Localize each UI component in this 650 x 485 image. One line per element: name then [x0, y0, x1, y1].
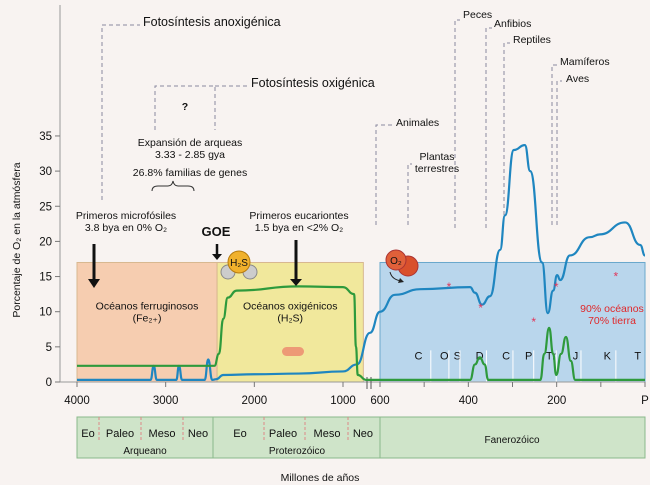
- ocean-o2-line: [76, 285, 645, 381]
- extinction-note-1: 90% océanos: [580, 303, 644, 315]
- eon-archean-meso: Meso: [149, 428, 176, 440]
- extinction-star-icon: *: [614, 270, 619, 284]
- ocean-region-2: [379, 261, 646, 383]
- x-tick-label: 400: [459, 395, 478, 407]
- x-tick-label: 4000: [64, 395, 90, 407]
- o2-molecule-icon: O₂: [385, 249, 419, 283]
- period-label: O: [440, 351, 449, 363]
- eon-proterozoic-paleo: Paleo: [269, 428, 297, 440]
- eon-proterozoic-neo: Neo: [353, 428, 373, 440]
- eon-proterozoic-eo: Eo: [233, 428, 246, 440]
- eon-phanerozoic: Fanerozóico: [484, 435, 539, 446]
- x-tick-label: 200: [547, 395, 566, 407]
- y-tick-label: 35: [39, 131, 52, 143]
- anoxygenic-leader: [101, 24, 140, 200]
- eukaryotes-detail: 1.5 bya en <2% O₂: [255, 222, 343, 234]
- gene-families-label: 26.8% familias de genes: [133, 167, 247, 179]
- extinction-star-icon: *: [554, 280, 559, 294]
- microfossils-arrow: [88, 244, 100, 288]
- goe-arrow: [212, 244, 222, 260]
- fish-leader: [454, 19, 460, 228]
- microfossils-detail: 3.8 bya en 0% O₂: [85, 222, 167, 234]
- y-tick-label: 10: [39, 307, 52, 319]
- fish-label: Peces: [463, 9, 492, 21]
- eukaryotes-label: Primeros eucariontes: [249, 210, 348, 222]
- plants-label: Plantas: [419, 151, 454, 163]
- region-sublabel-0: (Fe₂₊): [133, 313, 162, 325]
- eukaryotes-arrow: [290, 240, 302, 286]
- eon-archean-neo: Neo: [188, 428, 208, 440]
- eon-archean-paleo: Paleo: [106, 428, 134, 440]
- atmospheric-o2-line: [77, 143, 646, 381]
- birds-label: Aves: [566, 73, 589, 85]
- anoxygenic-label: Fotosíntesis anoxigénica: [143, 15, 281, 29]
- x-tick-label: P: [641, 395, 649, 407]
- plants-label-2: terrestres: [415, 163, 459, 175]
- extinction-note-2: 70% tierra: [588, 315, 636, 327]
- period-label: J: [573, 351, 579, 363]
- extinction-star-icon: *: [531, 315, 536, 329]
- period-label: T: [634, 351, 641, 363]
- reptiles-leader: [503, 42, 510, 215]
- svg-text:O₂: O₂: [390, 256, 402, 267]
- extinction-star-icon: *: [478, 301, 483, 315]
- period-label: S: [454, 351, 461, 363]
- amphibians-leader: [485, 27, 492, 228]
- eon-archean-eo: Eo: [81, 428, 94, 440]
- archaea-label: Expansión de arqueas: [138, 137, 243, 149]
- x-tick-label: 2000: [242, 395, 268, 407]
- period-label: C: [502, 351, 510, 363]
- eon-proterozoic-meso: Meso: [314, 428, 341, 440]
- goe-label: GOE: [202, 224, 231, 239]
- x-tick-label: 1000: [330, 395, 356, 407]
- region-sublabel-1: (H₂S): [277, 313, 303, 325]
- genes-brace: [151, 180, 195, 192]
- period-label: C: [414, 351, 422, 363]
- ocean-region-1: [216, 261, 364, 383]
- mammals-label: Mamíferos: [560, 56, 610, 68]
- oxygenic-label: Fotosíntesis oxigénica: [251, 76, 375, 90]
- x-tick-label: 600: [370, 395, 389, 407]
- x-tick-label: 3000: [153, 395, 179, 407]
- y-axis-label: Porcentaje de O₂ en la atmósfera: [11, 162, 23, 317]
- y-tick-label: 15: [39, 272, 52, 284]
- period-label: K: [604, 351, 612, 363]
- y-tick-label: 0: [46, 377, 52, 389]
- period-label: P: [525, 351, 532, 363]
- y-tick-label: 30: [39, 166, 52, 178]
- eon-proterozoic: Proterozóico: [269, 446, 326, 457]
- plants-leader: [407, 163, 412, 225]
- archaea-dates: 3.33 - 2.85 gya: [155, 149, 225, 161]
- animals-label: Animales: [396, 117, 439, 129]
- extinction-star-icon: *: [447, 280, 452, 294]
- oxygenic-leader: [154, 85, 248, 130]
- animals-leader: [375, 124, 392, 225]
- region-label-0: Océanos ferruginosos: [96, 301, 199, 313]
- svg-text:H₂S: H₂S: [230, 258, 248, 269]
- x-axis-label: Millones de años: [281, 472, 360, 484]
- reptiles-label: Reptiles: [513, 34, 551, 46]
- period-label: Tr: [546, 351, 556, 363]
- eon-archean: Arqueano: [123, 446, 167, 457]
- ocean-region-0: [76, 261, 218, 383]
- microfossils-label: Primeros microfósiles: [76, 210, 176, 222]
- y-tick-label: 20: [39, 236, 52, 248]
- geologic-timescale: Eo Paleo Meso Neo Arqueano Eo Paleo Meso…: [76, 416, 646, 459]
- eukaryote-cell-icon: [282, 347, 304, 356]
- h2s-molecule-icon: H₂S: [220, 250, 258, 280]
- birds-leader: [556, 80, 562, 225]
- y-tick-label: 25: [39, 201, 52, 213]
- amphibians-label: Anfibios: [494, 18, 531, 30]
- question-mark: ?: [182, 101, 188, 113]
- mammals-leader: [551, 64, 557, 225]
- y-tick-label: 5: [46, 342, 52, 354]
- region-label-1: Océanos oxigénicos: [243, 301, 338, 313]
